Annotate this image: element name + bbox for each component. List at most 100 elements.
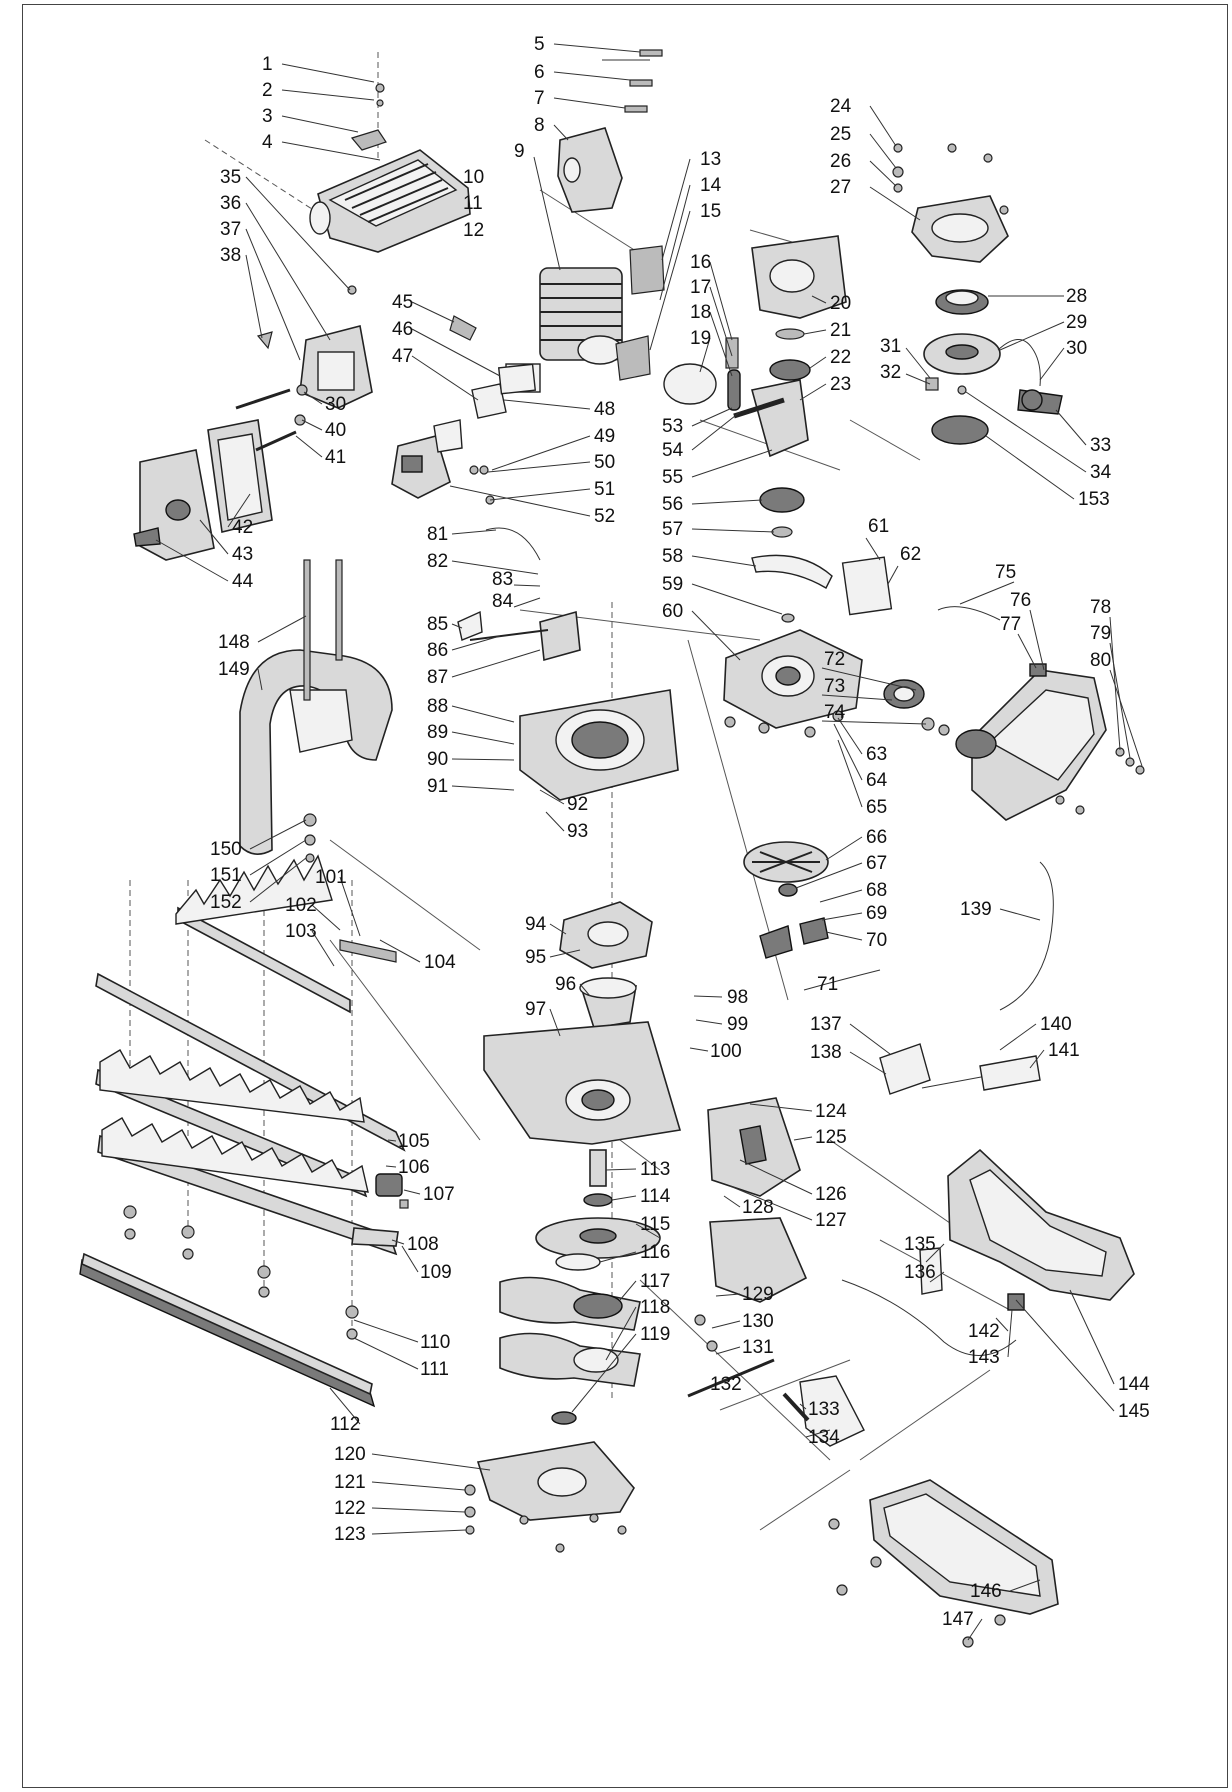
part-label-113: 113 — [640, 1159, 670, 1180]
part-label-73: 73 — [824, 676, 845, 697]
part-label-85: 85 — [427, 614, 448, 635]
part-label-45: 45 — [392, 292, 413, 313]
part-label-118: 118 — [640, 1297, 670, 1318]
part-label-131: 131 — [742, 1337, 774, 1358]
part-label-38: 38 — [220, 245, 241, 266]
part-label-122: 122 — [334, 1498, 366, 1519]
part-label-149: 149 — [218, 659, 250, 680]
part-label-135: 135 — [904, 1234, 936, 1255]
part-label-31: 31 — [880, 336, 901, 357]
part-label-10: 10 — [463, 167, 484, 188]
part-label-83: 83 — [492, 569, 513, 590]
part-label-8: 8 — [534, 115, 545, 136]
part-label-90: 90 — [427, 749, 448, 770]
part-label-74: 74 — [824, 702, 846, 723]
part-label-36: 36 — [220, 193, 241, 214]
part-label-76: 76 — [1010, 590, 1031, 611]
part-label-121: 121 — [334, 1472, 366, 1493]
part-label-16: 16 — [690, 252, 711, 273]
part-label-80: 80 — [1090, 650, 1111, 671]
part-label-101: 101 — [315, 867, 347, 888]
part-label-47: 47 — [392, 346, 413, 367]
part-label-151: 151 — [210, 865, 242, 886]
part-label-138: 138 — [810, 1042, 842, 1063]
part-label-145: 145 — [1118, 1401, 1150, 1422]
air-filter — [133, 285, 373, 561]
part-label-71: 71 — [817, 974, 838, 995]
part-label-37: 37 — [220, 219, 241, 240]
part-label-30: 30 — [325, 394, 346, 415]
part-label-54: 54 — [662, 440, 684, 461]
part-label-26: 26 — [830, 151, 851, 172]
part-label-133: 133 — [808, 1399, 840, 1420]
part-label-134: 134 — [808, 1427, 840, 1448]
part-label-91: 91 — [427, 776, 448, 797]
part-label-136: 136 — [904, 1262, 936, 1283]
part-label-87: 87 — [427, 667, 448, 688]
recoil-starter — [892, 143, 1063, 445]
part-label-42: 42 — [232, 517, 253, 538]
part-label-6: 6 — [534, 62, 545, 83]
crankcase — [663, 235, 847, 623]
flywheel — [724, 710, 881, 991]
part-label-28: 28 — [1066, 286, 1087, 307]
part-label-141: 141 — [1048, 1040, 1080, 1061]
part-label-66: 66 — [866, 827, 887, 848]
part-label-65: 65 — [866, 797, 887, 818]
part-label-57: 57 — [662, 519, 683, 540]
part-label-2: 2 — [262, 80, 273, 101]
part-label-153: 153 — [1078, 489, 1110, 510]
part-label-107: 107 — [423, 1184, 455, 1205]
part-label-125: 125 — [815, 1127, 847, 1148]
part-label-112: 112 — [330, 1414, 360, 1435]
part-label-56: 56 — [662, 494, 683, 515]
part-label-68: 68 — [866, 880, 887, 901]
part-label-99: 99 — [727, 1014, 748, 1035]
part-label-148: 148 — [218, 632, 250, 653]
part-label-61: 61 — [868, 516, 889, 537]
part-label-5: 5 — [534, 34, 545, 55]
part-label-110: 110 — [420, 1332, 450, 1353]
part-label-52: 52 — [594, 506, 615, 527]
part-label-104: 104 — [424, 952, 456, 973]
part-label-1: 1 — [262, 54, 273, 75]
part-label-41: 41 — [325, 447, 346, 468]
crank-housing — [723, 556, 893, 729]
part-label-59: 59 — [662, 574, 683, 595]
part-label-19: 19 — [690, 328, 711, 349]
part-label-105: 105 — [398, 1131, 430, 1152]
part-label-12: 12 — [463, 220, 484, 241]
part-label-79: 79 — [1090, 623, 1111, 644]
part-label-124: 124 — [815, 1101, 847, 1122]
part-label-11: 11 — [463, 193, 483, 214]
part-label-78: 78 — [1090, 597, 1111, 618]
part-label-34: 34 — [1090, 462, 1112, 483]
part-label-98: 98 — [727, 987, 748, 1008]
part-label-3: 3 — [262, 106, 273, 127]
part-label-13: 13 — [700, 149, 721, 170]
front-handle — [239, 559, 393, 863]
part-label-63: 63 — [866, 744, 887, 765]
part-label-7: 7 — [534, 88, 545, 109]
part-label-67: 67 — [866, 853, 887, 874]
part-label-140: 140 — [1040, 1014, 1072, 1035]
part-label-33: 33 — [1090, 435, 1111, 456]
part-label-15: 15 — [700, 201, 721, 222]
muffler-cover — [557, 49, 663, 213]
part-label-111: 111 — [420, 1359, 449, 1380]
part-label-84: 84 — [492, 591, 514, 612]
part-label-4: 4 — [262, 132, 273, 153]
part-label-64: 64 — [866, 770, 888, 791]
part-label-70: 70 — [866, 930, 887, 951]
part-label-142: 142 — [968, 1321, 1000, 1342]
part-label-128: 128 — [742, 1197, 774, 1218]
part-label-48: 48 — [594, 399, 615, 420]
part-label-40: 40 — [325, 420, 346, 441]
part-label-102: 102 — [285, 895, 317, 916]
part-label-44: 44 — [232, 571, 254, 592]
part-label-50: 50 — [594, 452, 615, 473]
part-label-100: 100 — [710, 1041, 742, 1062]
part-label-62: 62 — [900, 544, 921, 565]
part-label-55: 55 — [662, 467, 683, 488]
part-label-86: 86 — [427, 640, 448, 661]
